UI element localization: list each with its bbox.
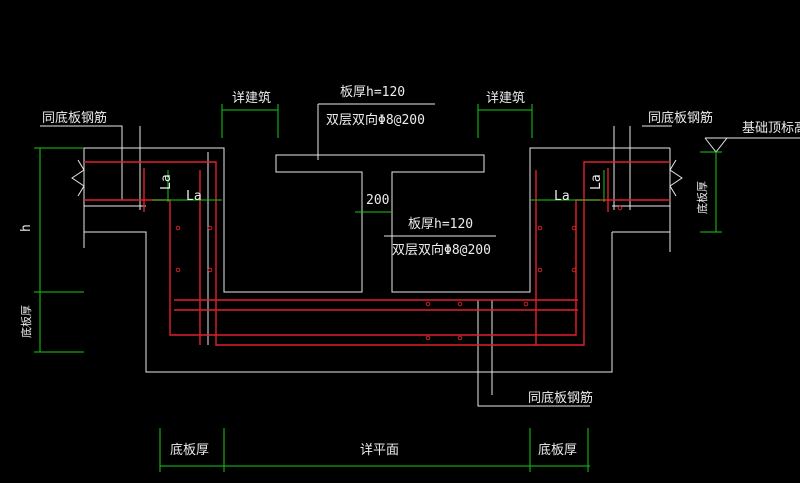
height-h-label: h [19,224,34,232]
dimension-lines [34,104,722,472]
bottom-thickness-left-label: 底板厚 [170,442,209,458]
same-as-bottom-rebar-right-label: 同底板钢筋 [648,110,713,126]
rebar-mid-label: 双层双向Φ8@200 [392,242,491,258]
same-as-bottom-rebar-left-label: 同底板钢筋 [42,110,107,126]
concrete-outline [40,103,800,407]
slab-thickness-mid-label: 板厚h=120 [408,217,473,232]
drawing-annotations: 同底板钢筋 详建筑 板厚h=120 双层双向Φ8@200 详建筑 同底板钢筋 基… [19,85,800,458]
la-label-right-vertical: La [589,174,604,190]
bottom-thickness-left-vertical-label: 底板厚 [19,305,33,338]
la-label-right: La [554,189,570,204]
bottom-thickness-right-label: 底板厚 [538,442,577,458]
dim-200-label: 200 [366,193,389,208]
detail-architecture-right-label: 详建筑 [486,90,525,106]
rebar-top-label: 双层双向Φ8@200 [326,112,425,128]
slab-thickness-top-label: 板厚h=120 [340,85,405,100]
bottom-thickness-right-vertical-label: 底板厚 [695,181,709,214]
foundation-top-elevation-label: 基础顶标高 [742,120,800,136]
la-label-left: La [186,189,202,204]
rebar-dots [175,205,623,341]
detail-architecture-left-label: 详建筑 [232,90,271,106]
same-as-bottom-rebar-bottom-label: 同底板钢筋 [528,390,593,406]
la-label-left-vertical: La [159,174,174,190]
detail-plan-label: 详平面 [360,443,399,458]
